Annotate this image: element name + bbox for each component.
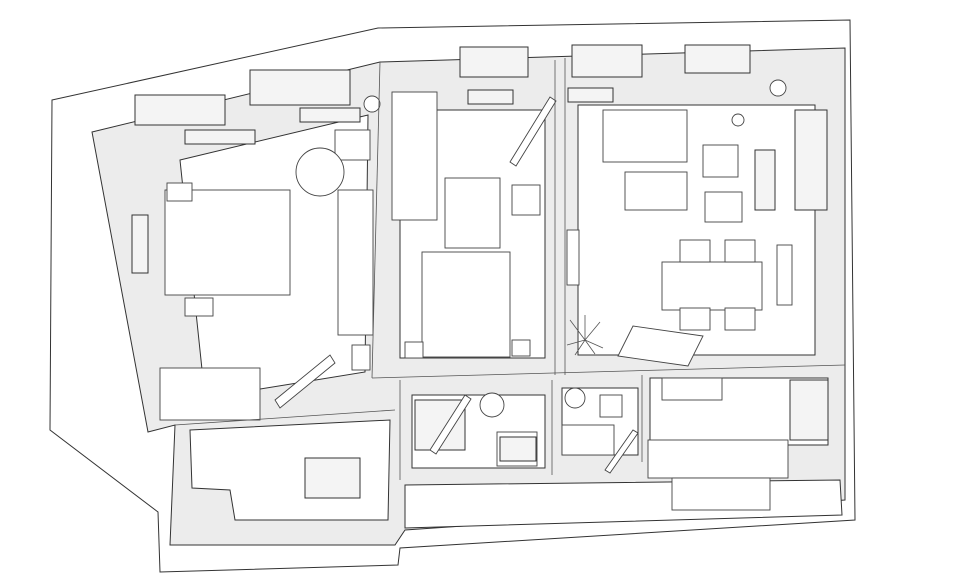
window	[789, 379, 829, 441]
sink	[599, 394, 623, 418]
sideboard-right	[776, 244, 793, 306]
nightstand	[511, 339, 531, 357]
nightstand	[184, 297, 214, 317]
wall-divider	[371, 61, 381, 379]
bed-middle	[421, 251, 511, 358]
window	[249, 69, 351, 106]
door	[509, 96, 557, 167]
nightstand	[404, 341, 424, 359]
chair	[511, 184, 541, 216]
door	[429, 394, 472, 455]
radiator	[754, 149, 776, 211]
armchair	[334, 129, 371, 161]
wall-divider	[371, 364, 846, 379]
rug-middle	[444, 177, 501, 249]
wall-divider	[174, 409, 396, 426]
plant-icon	[566, 315, 604, 356]
kitchen-island	[671, 477, 771, 511]
wardrobe-left	[337, 189, 374, 336]
window	[571, 44, 643, 78]
sofa	[602, 109, 688, 163]
kitchen-shelf	[661, 377, 723, 401]
radiator	[567, 87, 614, 103]
radiator	[299, 107, 361, 123]
tv-unit	[566, 229, 580, 286]
window	[684, 44, 751, 74]
door	[274, 354, 336, 409]
window	[134, 94, 226, 126]
radiator	[499, 436, 537, 462]
sideboard-left	[159, 367, 261, 421]
lamp	[731, 113, 745, 127]
coffee-table	[624, 171, 688, 211]
radiator	[467, 89, 514, 105]
armchair	[704, 191, 743, 223]
radiator	[184, 129, 256, 145]
window	[459, 46, 529, 78]
kitchen-counter	[647, 439, 789, 479]
chair	[724, 307, 756, 331]
bathtub	[561, 424, 615, 456]
round-table	[295, 147, 345, 197]
toilet	[479, 392, 505, 418]
lamp	[769, 79, 787, 97]
chair	[724, 239, 756, 263]
chair	[679, 239, 711, 263]
chair	[351, 344, 371, 371]
mirror	[131, 214, 149, 274]
door	[617, 325, 704, 367]
door	[604, 429, 639, 474]
armchair	[702, 144, 739, 178]
dining-table	[661, 261, 763, 311]
bed-left	[164, 189, 291, 296]
lamp	[363, 95, 381, 113]
toilet	[564, 387, 586, 409]
chair	[679, 307, 711, 331]
nightstand	[166, 182, 193, 202]
window	[304, 457, 361, 499]
window	[794, 109, 828, 211]
wardrobe-middle	[391, 91, 438, 221]
